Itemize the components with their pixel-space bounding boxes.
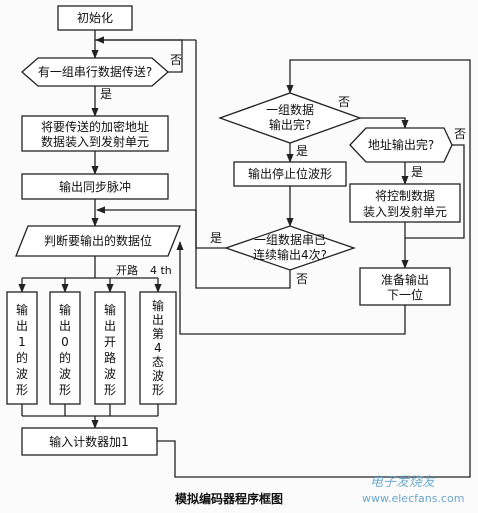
node-group-done-line-1: 一组数据 <box>266 102 314 117</box>
node-wave-4th <box>139 291 177 405</box>
svg-text:波: 波 <box>104 367 116 381</box>
label-addr-no: 否 <box>454 127 466 141</box>
edge-counter-to-group-check <box>157 59 471 478</box>
svg-text:的: 的 <box>59 350 71 365</box>
svg-text:第: 第 <box>152 327 164 341</box>
node-load-ctrl <box>349 183 461 223</box>
edge-repeat-no-to-sync <box>96 206 291 289</box>
edge-group-no-to-addr <box>360 117 409 129</box>
node-init-label: 初始化 <box>77 11 113 25</box>
node-wave-0-label: 输 出 0 的 波 形 <box>59 302 71 397</box>
edge-addr-no <box>405 144 465 239</box>
watermark-brand: 电子发烧友 <box>370 475 437 490</box>
svg-text:形: 形 <box>152 383 164 397</box>
node-serial-check <box>21 57 169 87</box>
svg-text:出: 出 <box>59 319 71 333</box>
node-prep-next-line-1: 准备输出 <box>381 272 429 287</box>
node-wave-open-label: 输 出 开 路 波 形 <box>104 302 116 397</box>
svg-text:输: 输 <box>152 298 164 313</box>
label-open-circuit: 开路 <box>116 264 138 277</box>
label-repeat-no: 否 <box>296 272 308 286</box>
label-addr-yes: 是 <box>411 165 423 179</box>
svg-text:波: 波 <box>16 367 28 381</box>
edges-right <box>95 36 465 335</box>
label-serial-yes: 是 <box>100 87 112 101</box>
edge-repeat-yes-to-start <box>195 40 226 249</box>
node-repeat-check-line-2: 连续输出4次? <box>253 247 327 262</box>
node-addr-done <box>349 127 453 163</box>
node-load-addr <box>21 115 169 152</box>
node-wave-4th-label: 输 出 第 4 态 波 形 <box>152 298 164 397</box>
svg-text:的: 的 <box>16 350 28 365</box>
node-load-addr-line-2: 数据装入到发射单元 <box>41 134 149 149</box>
node-judge-bit <box>15 225 181 257</box>
node-counter-label: 输入计数器加1 <box>49 434 129 449</box>
edges <box>18 30 471 478</box>
svg-text:形: 形 <box>16 383 28 397</box>
diagram-caption: 模拟编码器程序框图 <box>175 491 283 506</box>
node-group-done <box>218 92 362 144</box>
node-wave-0 <box>49 291 81 405</box>
node-sync-pulse-label: 输出同步脉冲 <box>59 179 131 194</box>
svg-text:输: 输 <box>16 302 28 317</box>
svg-text:开: 开 <box>104 335 116 349</box>
node-sync-pulse <box>21 173 169 200</box>
node-group-done-line-2: 输出完? <box>269 117 311 132</box>
node-prep-next <box>359 267 451 306</box>
svg-text:0: 0 <box>61 335 69 349</box>
label-serial-no: 否 <box>170 53 182 67</box>
label-fourth: 4 th <box>150 264 172 277</box>
svg-text:出: 出 <box>152 313 164 327</box>
svg-text:态: 态 <box>152 355 164 369</box>
node-judge-bit-label: 判断要输出的数据位 <box>44 233 152 248</box>
node-wave-open <box>94 291 126 405</box>
label-repeat-yes: 是 <box>210 231 222 245</box>
node-serial-check-label: 有一组串行数据传送? <box>38 64 152 79</box>
svg-text:波: 波 <box>59 367 71 381</box>
svg-text:输: 输 <box>104 302 116 317</box>
node-wave-1-label: 输 出 1 的 波 形 <box>16 302 28 397</box>
svg-text:形: 形 <box>59 383 71 397</box>
node-load-addr-line-1: 将要传送的加密地址 <box>41 119 149 134</box>
edge-prep-to-judge <box>176 241 406 335</box>
node-prep-next-line-2: 下一位 <box>387 287 423 302</box>
node-stop-wave-label: 输出停止位波形 <box>248 166 332 181</box>
node-init <box>57 5 133 31</box>
node-repeat-check <box>224 225 356 271</box>
label-group-no: 否 <box>338 95 350 109</box>
node-wave-1 <box>6 291 38 405</box>
node-stop-wave <box>233 161 347 187</box>
svg-text:出: 出 <box>104 319 116 333</box>
svg-text:波: 波 <box>152 369 164 383</box>
node-addr-done-label: 地址输出完? <box>368 137 434 152</box>
svg-text:1: 1 <box>18 335 26 349</box>
label-group-yes: 是 <box>296 144 308 158</box>
svg-text:4: 4 <box>154 341 162 355</box>
svg-text:出: 出 <box>16 319 28 333</box>
svg-text:输: 输 <box>59 302 71 317</box>
node-repeat-check-line-1: 一组数据串已 <box>254 232 326 247</box>
watermark-url: www.elecfans.com <box>362 492 464 505</box>
node-load-ctrl-line-1: 将控制数据 <box>375 188 435 203</box>
svg-text:形: 形 <box>104 383 116 397</box>
svg-text:路: 路 <box>104 350 116 365</box>
node-load-ctrl-line-2: 装入到发射单元 <box>363 204 447 219</box>
node-counter <box>21 427 158 456</box>
